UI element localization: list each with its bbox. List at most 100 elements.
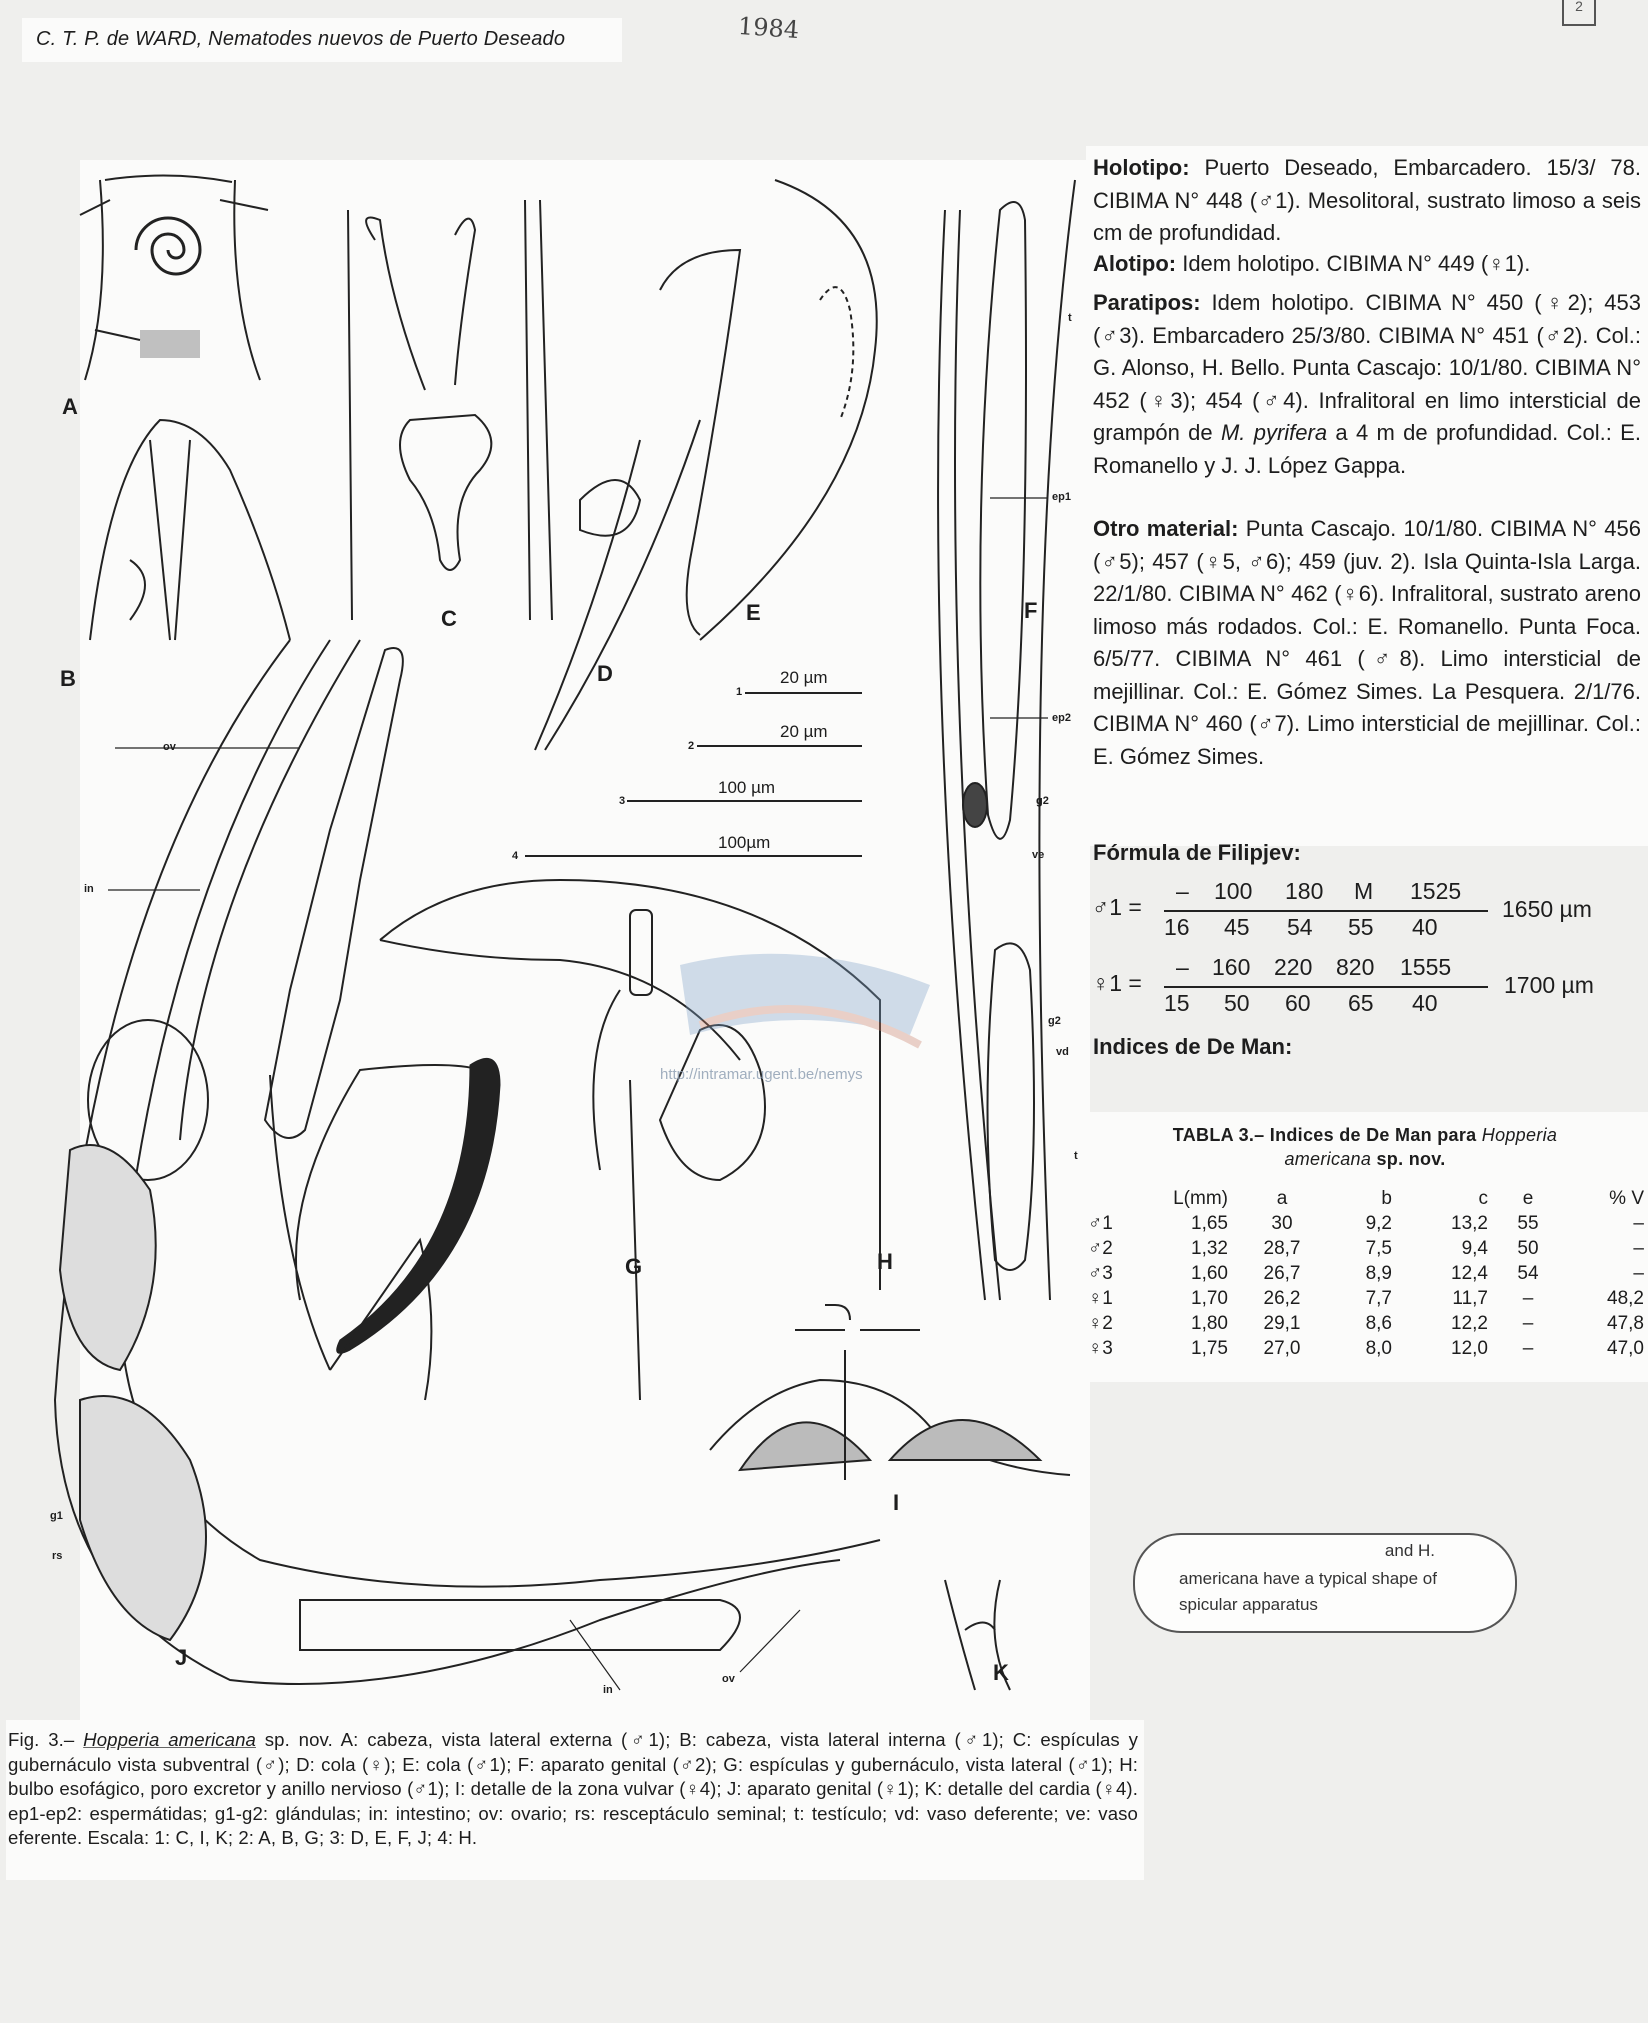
- panel-letter-f: F: [1024, 598, 1038, 623]
- table-cell: –: [1522, 1287, 1534, 1309]
- table-cell: –: [1522, 1312, 1534, 1334]
- table-cell: 9,4: [1461, 1237, 1488, 1259]
- drawing-a-head-external: [79, 174, 269, 381]
- scale-bar-1: [745, 692, 862, 694]
- table-cell: ♂1: [1088, 1212, 1113, 1234]
- table-title-line2: americana sp. nov.: [1082, 1149, 1648, 1170]
- alotipo-body: Idem holotipo. CIBIMA N° 449 (♀1).: [1176, 251, 1531, 276]
- holotipo-paragraph: Holotipo: Puerto Deseado, Embarcadero. 1…: [1093, 152, 1641, 250]
- column-header: a: [1276, 1187, 1288, 1209]
- watermark-url: http://intramar.ugent.be/nemys: [660, 1066, 863, 1083]
- label-ov: ov: [722, 1673, 735, 1685]
- formula-total: 1650 µm: [1502, 896, 1592, 922]
- drawing-f-male-genital: [937, 179, 1076, 1301]
- formula-female: ♀1 = – 160 220 820 1555 15 50 60 65 40 1…: [1092, 954, 1648, 1024]
- panel-letter-h: H: [877, 1249, 893, 1274]
- formula-male: ♂1 = – 100 180 M 1525 16 45 54 55 40 165…: [1092, 878, 1648, 948]
- column-header: c: [1478, 1187, 1489, 1209]
- formula-num: 160: [1212, 954, 1251, 980]
- table-cell: –: [1633, 1237, 1644, 1259]
- table-cell: ♀3: [1088, 1337, 1113, 1359]
- table-cell: 8,6: [1365, 1312, 1392, 1334]
- fraction-bar: [1164, 910, 1488, 912]
- annotation-line: americana have a typical shape of: [1179, 1569, 1437, 1588]
- table-cell: 29,1: [1263, 1312, 1301, 1334]
- formula-num: 1555: [1400, 954, 1452, 980]
- panel-letter-a: A: [62, 394, 78, 419]
- paratipos-paragraph: Paratipos: Idem holotipo. CIBIMA N° 450 …: [1093, 287, 1641, 482]
- annotation-line: spicular apparatus: [1179, 1595, 1318, 1614]
- label-g1: g1: [50, 1510, 63, 1522]
- table-cell: 7,7: [1365, 1287, 1392, 1309]
- table-cell: 30: [1271, 1212, 1293, 1234]
- table-cell: 28,7: [1263, 1237, 1301, 1259]
- label-rs: rs: [52, 1550, 63, 1562]
- table-cell: 1,75: [1191, 1337, 1228, 1359]
- table-cell: 1,80: [1191, 1312, 1228, 1334]
- formula-den: 50: [1224, 990, 1250, 1016]
- label-ve: ve: [1032, 849, 1045, 861]
- panel-letter-d: D: [597, 661, 613, 686]
- panel-letter-j: J: [175, 1645, 188, 1670]
- table-cell: 12,0: [1451, 1337, 1488, 1359]
- paratipos-label: Paratipos:: [1093, 290, 1201, 315]
- panel-letter-i: I: [893, 1490, 900, 1515]
- label-t: t: [1068, 312, 1072, 324]
- drawing-h-esophageal-bulb: [379, 878, 881, 1290]
- formula-heading: Fórmula de Filipjev:: [1093, 840, 1301, 865]
- species-name: M. pyrifera: [1220, 420, 1328, 445]
- table-cell: –: [1633, 1262, 1644, 1284]
- table-cell: 50: [1517, 1237, 1539, 1259]
- column-header: e: [1522, 1187, 1534, 1209]
- label-t: t: [1074, 1150, 1078, 1162]
- drawing-e-tail-male: [659, 179, 878, 641]
- column-header: b: [1381, 1187, 1392, 1209]
- table-cell: 13,2: [1451, 1212, 1488, 1234]
- label-in: in: [603, 1684, 613, 1696]
- table-cell: 11,7: [1452, 1287, 1488, 1309]
- caption-body: sp. nov. A: cabeza, vista lateral extern…: [8, 1729, 1139, 1849]
- scale-bar-number: 2: [688, 740, 695, 752]
- drawing-g-spicules-lateral: [269, 1057, 641, 1401]
- table-cell: 1,60: [1191, 1262, 1228, 1284]
- scale-bar-label: 100 µm: [718, 778, 776, 797]
- paratipos-body-end: a 4 m de profundidad. Col.: E. Romanello…: [1093, 420, 1641, 478]
- text-column: [1086, 146, 1648, 846]
- paratipos-body: Idem holotipo. CIBIMA N° 450 (♀2); 453 (…: [1093, 290, 1641, 445]
- running-header: C. T. P. de WARD, Nematodes nuevos de Pu…: [22, 18, 622, 62]
- formula-num: 1525: [1410, 878, 1462, 904]
- scale-bar-3: [627, 800, 862, 802]
- formula-den: 54: [1287, 914, 1313, 940]
- corner-page-mark: 2: [1562, 0, 1596, 26]
- panel-letter-k: K: [993, 1660, 1009, 1685]
- formula-den: 40: [1412, 990, 1438, 1016]
- table-cell: 1,65: [1191, 1212, 1228, 1234]
- table-cell: ♂3: [1088, 1262, 1113, 1284]
- scale-bar-label: 100µm: [718, 833, 771, 852]
- formula-total: 1700 µm: [1504, 972, 1594, 998]
- formula-num: 100: [1214, 878, 1253, 904]
- column-header: % V: [1609, 1187, 1644, 1209]
- figure-caption: Fig. 3.– Hopperia americana sp. nov. A: …: [6, 1720, 1144, 1880]
- drawing-d-tail-female: [534, 419, 701, 751]
- deman-heading: Indices de De Man:: [1093, 1034, 1293, 1059]
- running-title: C. T. P. de WARD, Nematodes nuevos de Pu…: [36, 28, 566, 50]
- alotipo-paragraph: Alotipo: Idem holotipo. CIBIMA N° 449 (♀…: [1093, 248, 1641, 281]
- scale-bar-label: 20 µm: [780, 668, 828, 687]
- table-title-suffix: sp. nov.: [1371, 1149, 1446, 1169]
- table-cell: ♀2: [1088, 1312, 1113, 1334]
- table-cell: 26,7: [1263, 1262, 1301, 1284]
- table-cell: 27,0: [1263, 1337, 1301, 1359]
- annotation-line: and H.: [1384, 1541, 1435, 1560]
- column-header: [1088, 1186, 1146, 1211]
- holotipo-label: Holotipo:: [1093, 155, 1190, 180]
- column-header: L(mm): [1173, 1187, 1228, 1209]
- table-cell: 8,9: [1365, 1262, 1392, 1284]
- otro-material-paragraph: Otro material: Punta Cascajo. 10/1/80. C…: [1093, 513, 1641, 773]
- panel-letter-c: C: [441, 606, 457, 631]
- watermark-logo: [660, 925, 950, 1085]
